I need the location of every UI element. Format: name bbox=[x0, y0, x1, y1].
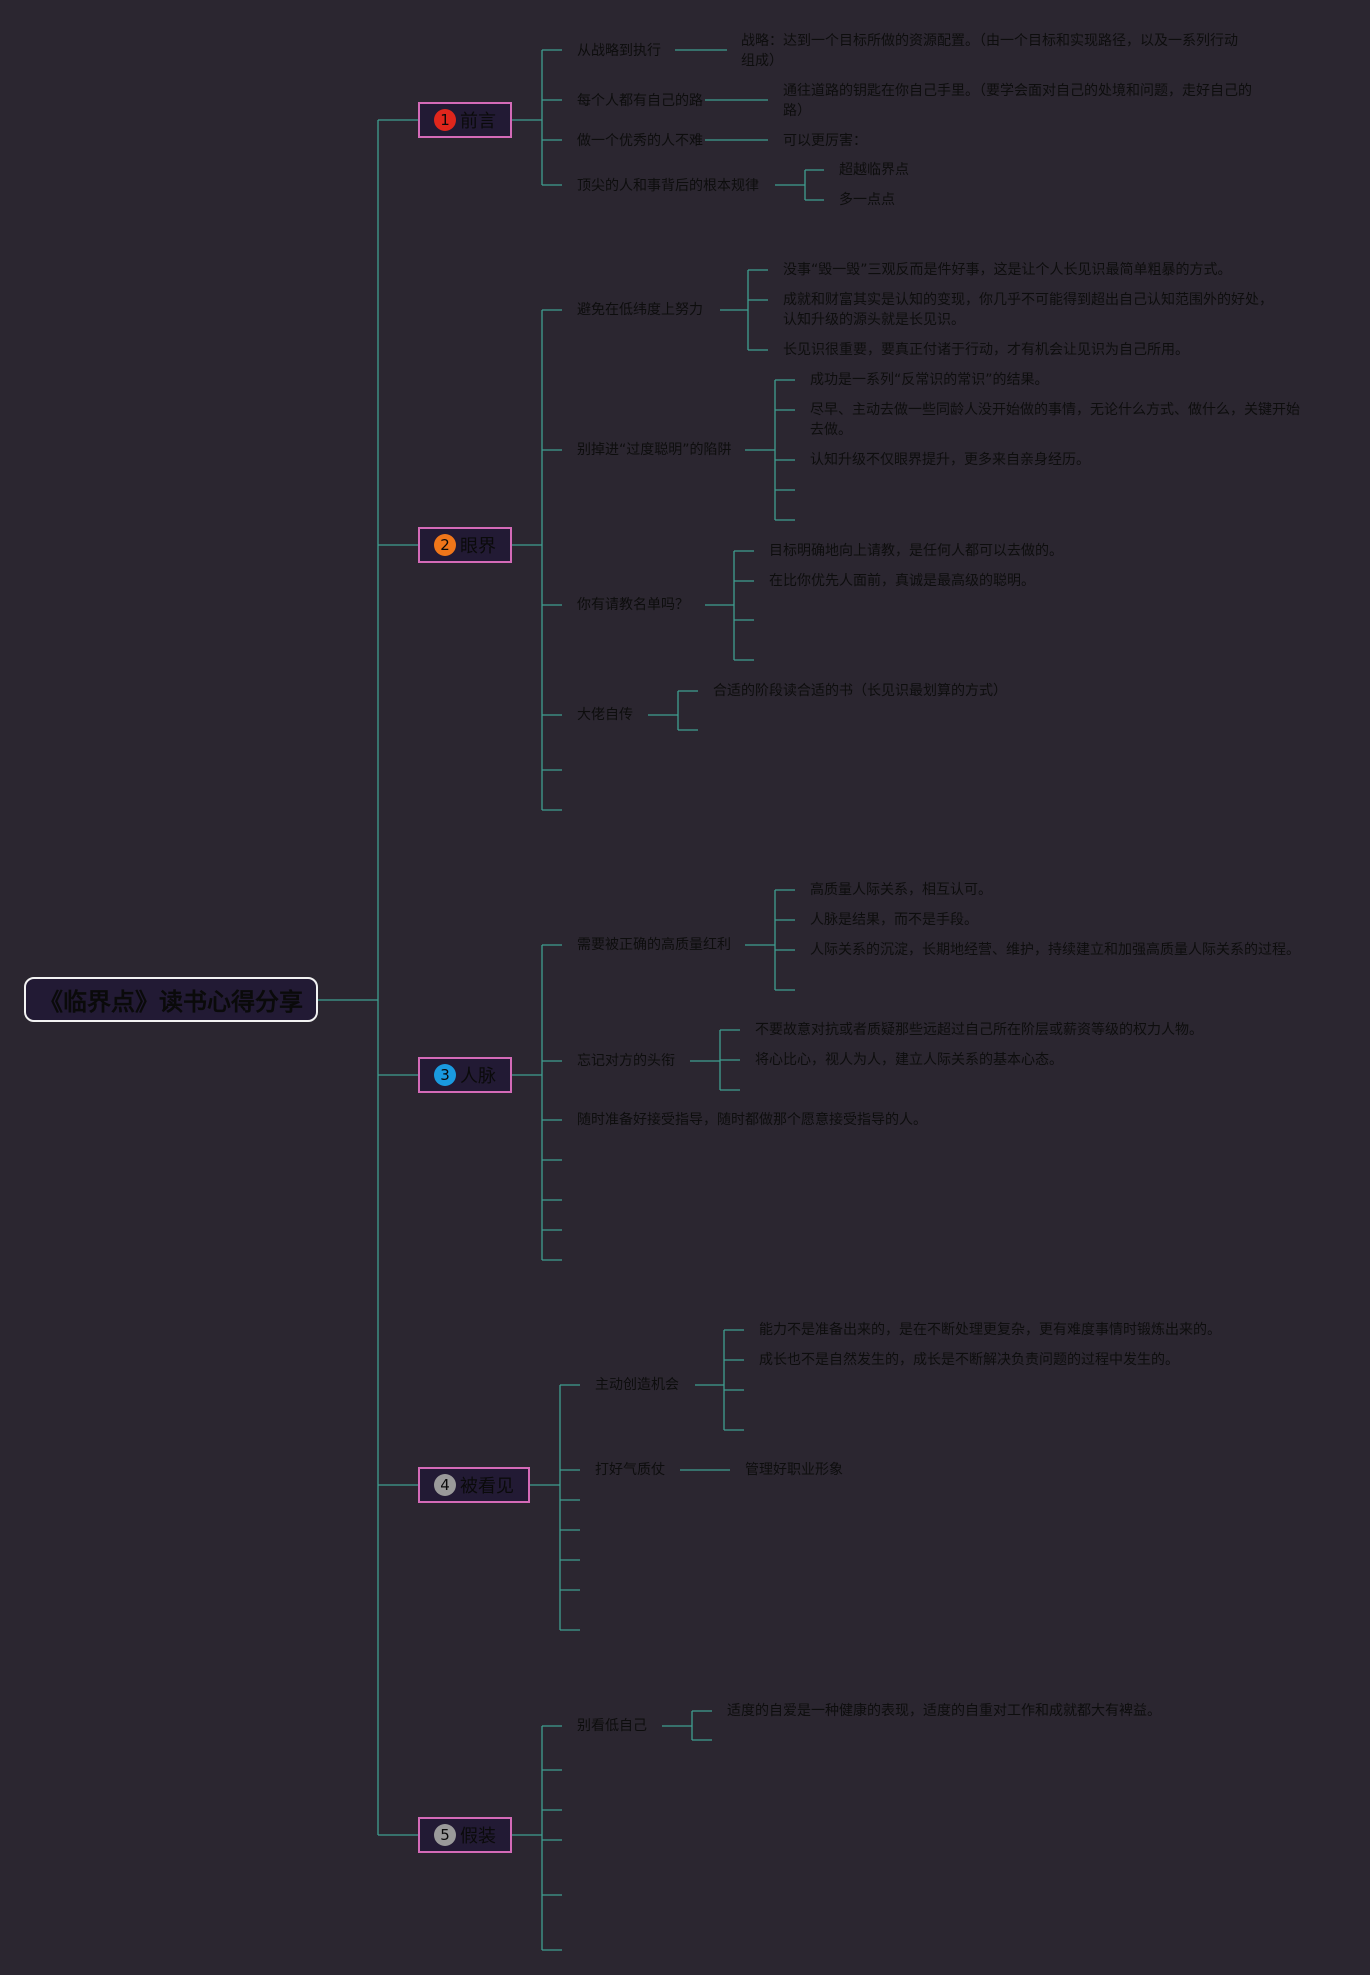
topic: 别看低自己 bbox=[577, 1718, 647, 1734]
note: 适度的自爱是一种健康的表现，适度的自重对工作和成就都大有裨益。 bbox=[727, 1703, 1161, 1719]
number-4-icon: 4 bbox=[434, 1474, 456, 1496]
note: 超越临界点 bbox=[839, 162, 909, 178]
branch-label: 人脉 bbox=[460, 1066, 496, 1087]
branch-2: 2 眼界 bbox=[418, 527, 512, 563]
topic: 避免在低纬度上努力 bbox=[577, 302, 703, 318]
branch-label: 假装 bbox=[460, 1826, 496, 1847]
note: 管理好职业形象 bbox=[745, 1462, 843, 1478]
note: 高质量人际关系，相互认可。 bbox=[810, 882, 992, 898]
note: 尽早、主动去做一些同龄人没开始做的事情，无论什么方式、做什么，关键开始去做。 bbox=[810, 402, 1300, 438]
topic: 打好气质仗 bbox=[595, 1462, 665, 1478]
note: 可以更厉害： bbox=[783, 133, 867, 149]
note: 成长也不是自然发生的，成长是不断解决负责问题的过程中发生的。 bbox=[759, 1352, 1179, 1368]
branch-label: 眼界 bbox=[460, 536, 496, 557]
number-3-icon: 3 bbox=[434, 1064, 456, 1086]
topic: 主动创造机会 bbox=[595, 1377, 679, 1393]
branch-label: 被看见 bbox=[460, 1476, 514, 1497]
note: 合适的阶段读合适的书（长见识最划算的方式） bbox=[713, 683, 1007, 699]
topic: 忘记对方的头衔 bbox=[577, 1053, 675, 1069]
topic: 别掉进“过度聪明”的陷阱 bbox=[577, 442, 732, 458]
note: 没事“毁一毁”三观反而是件好事，这是让个人长见识最简单粗暴的方式。 bbox=[783, 262, 1232, 278]
note: 目标明确地向上请教，是任何人都可以去做的。 bbox=[769, 543, 1063, 559]
note: 多一点点 bbox=[839, 192, 895, 208]
branch-5: 5 假装 bbox=[418, 1817, 512, 1853]
topic: 从战略到执行 bbox=[577, 43, 661, 59]
note: 认知升级不仅眼界提升，更多来自亲身经历。 bbox=[810, 452, 1090, 468]
note: 通往道路的钥匙在你自己手里。（要学会面对自己的处境和问题，走好自己的路） bbox=[783, 83, 1252, 119]
topic: 大佬自传 bbox=[577, 707, 633, 723]
note: 长见识很重要，要真正付诸于行动，才有机会让见识为自己所用。 bbox=[783, 342, 1189, 358]
topic: 你有请教名单吗？ bbox=[577, 597, 689, 613]
topic: 需要被正确的高质量红利 bbox=[577, 937, 731, 953]
branch-label: 前言 bbox=[460, 111, 496, 132]
note: 战略：达到一个目标所做的资源配置。（由一个目标和实现路径，以及一系列行动组成） bbox=[741, 33, 1238, 69]
note: 人际关系的沉淀，长期地经营、维护，持续建立和加强高质量人际关系的过程。 bbox=[810, 942, 1300, 958]
topic: 做一个优秀的人不难 bbox=[577, 133, 703, 149]
root-topic: 《临界点》读书心得分享 bbox=[24, 977, 318, 1022]
note: 在比你优先人面前，真诚是最高级的聪明。 bbox=[769, 573, 1035, 589]
topic: 随时准备好接受指导，随时都做那个愿意接受指导的人。 bbox=[577, 1112, 927, 1128]
topic: 顶尖的人和事背后的根本规律 bbox=[577, 178, 759, 194]
note: 不要故意对抗或者质疑那些远超过自己所在阶层或薪资等级的权力人物。 bbox=[755, 1022, 1203, 1038]
number-1-icon: 1 bbox=[434, 109, 456, 131]
number-5-icon: 5 bbox=[434, 1824, 456, 1846]
number-2-icon: 2 bbox=[434, 534, 456, 556]
branch-4: 4 被看见 bbox=[418, 1467, 530, 1503]
note: 成就和财富其实是认知的变现，你几乎不可能得到超出自己认知范围外的好处，认知升级的… bbox=[783, 292, 1273, 328]
branch-3: 3 人脉 bbox=[418, 1057, 512, 1093]
note: 人脉是结果，而不是手段。 bbox=[810, 912, 978, 928]
note: 成功是一系列“反常识的常识”的结果。 bbox=[810, 372, 1049, 388]
branch-1: 1 前言 bbox=[418, 102, 512, 138]
note: 能力不是准备出来的，是在不断处理更复杂，更有难度事情时锻炼出来的。 bbox=[759, 1322, 1221, 1338]
note: 将心比心，视人为人，建立人际关系的基本心态。 bbox=[755, 1052, 1063, 1068]
topic: 每个人都有自己的路 bbox=[577, 93, 703, 109]
